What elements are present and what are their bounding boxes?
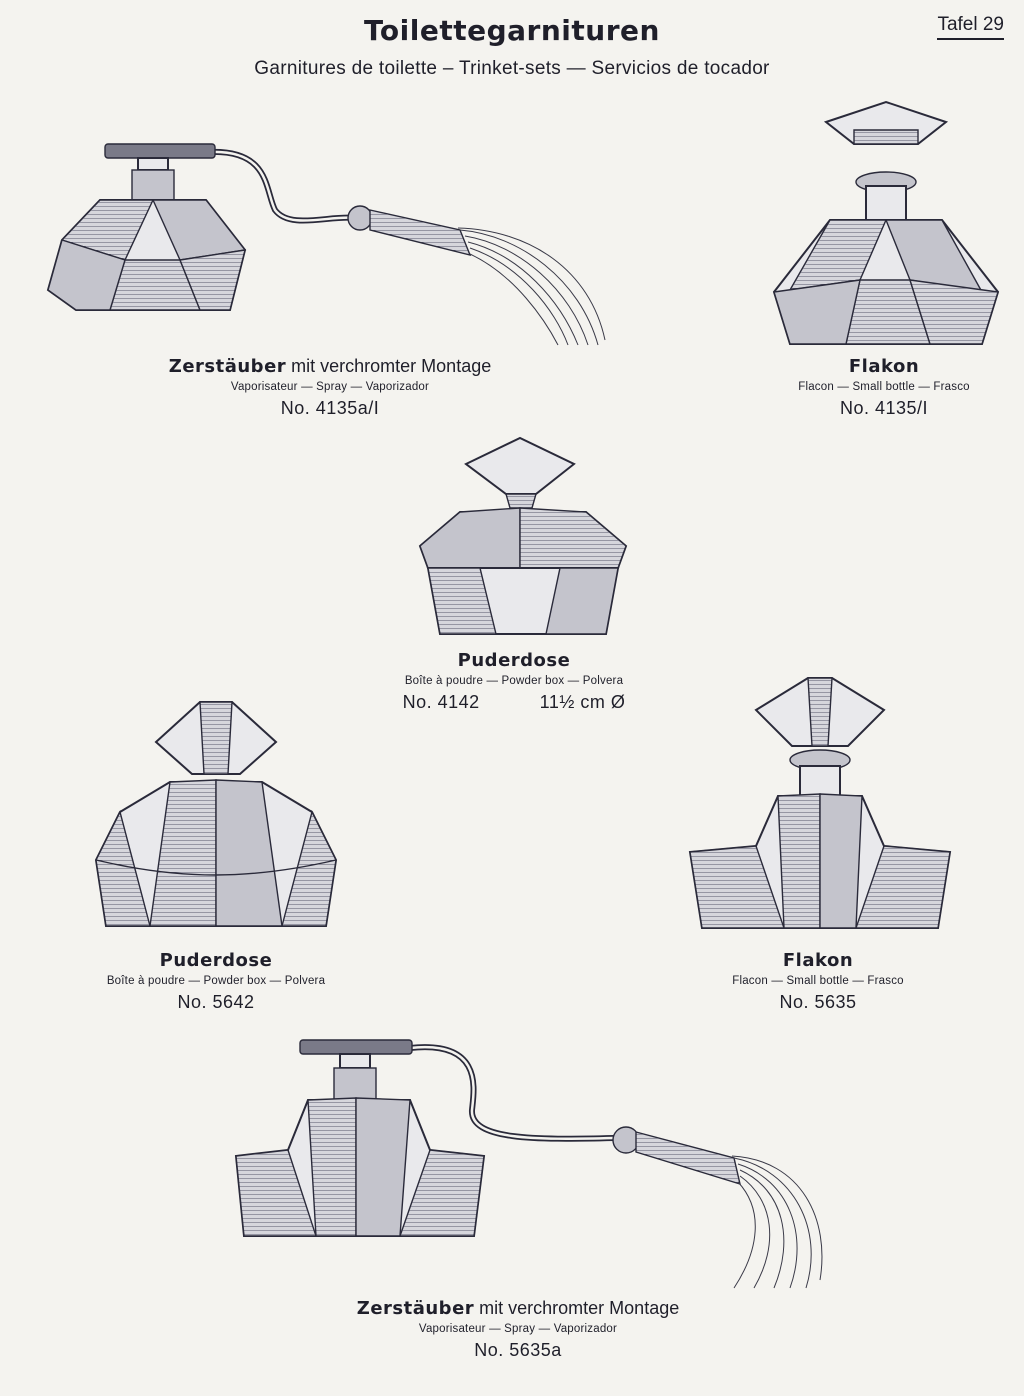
item-translations: Flacon — Small bottle — Frasco [798, 381, 970, 393]
item-translations: Boîte à poudre — Powder box — Polvera [106, 975, 326, 987]
plate-number: Tafel 29 [937, 14, 1004, 40]
item-translations: Boîte à poudre — Powder box — Polvera [404, 675, 624, 687]
item-name: Zerstäuber mit verchromter Montage [168, 356, 492, 377]
item-number: No. 4135/I [839, 398, 929, 418]
page-subtitle: Garnitures de toilette – Trinket-sets — … [254, 58, 770, 79]
item-number: No. 5635 [779, 992, 857, 1012]
item-name: Puderdose [159, 950, 273, 971]
atomizer-4135a-illustration [46, 143, 606, 346]
caption-5642: Puderdose Boîte à poudre — Powder box — … [66, 950, 366, 1013]
flacon-5635-illustration [688, 677, 952, 929]
item-translations: Vaporisateur — Spray — Vaporizador [418, 1323, 618, 1335]
item-number: No. 5642 [177, 992, 255, 1012]
page-title: Toilettegarnituren [364, 14, 660, 47]
caption-5635a: Zerstäuber mit verchromter Montage Vapor… [318, 1298, 718, 1361]
item-name: Zerstäuber mit verchromter Montage [356, 1298, 680, 1319]
powder-box-5642-illustration [94, 701, 338, 927]
caption-4142: Puderdose Boîte à poudre — Powder box — … [364, 650, 664, 713]
caption-4135: Flakon Flacon — Small bottle — Frasco No… [734, 356, 1024, 419]
powder-box-4142-illustration [418, 436, 628, 635]
item-translations: Vaporisateur — Spray — Vaporizador [230, 381, 430, 393]
atomizer-5635a-illustration [234, 1039, 823, 1289]
item-name: Puderdose [457, 650, 571, 671]
caption-4135a: Zerstäuber mit verchromter Montage Vapor… [130, 356, 530, 419]
item-name: Flakon [782, 950, 854, 971]
item-number: No. 5635a [474, 1340, 562, 1360]
caption-5635: Flakon Flacon — Small bottle — Frasco No… [668, 950, 968, 1013]
item-number: No. 4135a/I [280, 398, 380, 418]
item-translations: Flacon — Small bottle — Frasco [732, 975, 904, 987]
item-name: Flakon [848, 356, 920, 377]
item-diameter: 11½ cm Ø [539, 692, 626, 712]
flacon-4135-illustration [772, 100, 1000, 345]
